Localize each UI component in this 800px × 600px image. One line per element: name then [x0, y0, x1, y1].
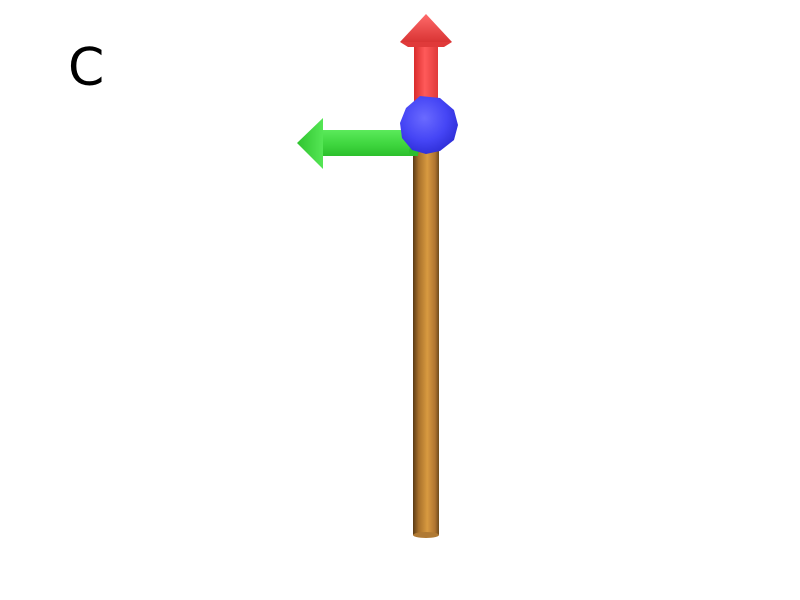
panel-label: C: [68, 38, 105, 98]
red-arrow: [400, 14, 452, 104]
rod: [413, 140, 439, 538]
blue-sphere: [400, 96, 458, 154]
